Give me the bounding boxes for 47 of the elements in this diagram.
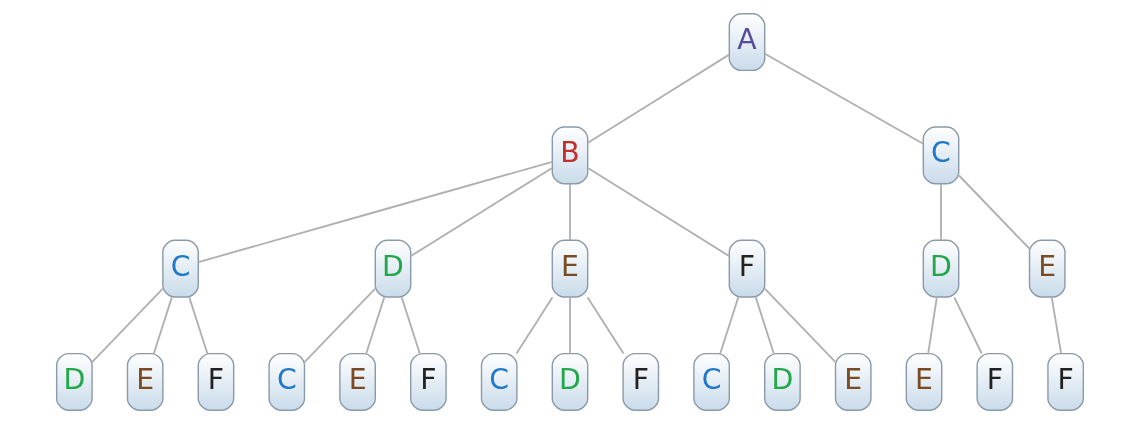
connector (754, 296, 775, 355)
node-box: C (693, 352, 730, 411)
node-box: F (728, 239, 766, 298)
node-box: D (922, 239, 960, 298)
node-box: F (622, 352, 660, 411)
connector (409, 167, 553, 257)
node-box: E (339, 352, 376, 411)
node-box: F (976, 352, 1014, 411)
node-box: C (268, 352, 306, 411)
node-box: A (728, 13, 766, 72)
connector (400, 296, 421, 355)
node-box: F (197, 352, 235, 411)
node-box: C (480, 352, 518, 411)
node-box: F (1047, 352, 1085, 411)
node-box: D (55, 352, 93, 411)
connector (587, 167, 730, 257)
node-box: C (162, 239, 199, 298)
node-box: D (764, 352, 801, 411)
connector (958, 174, 1031, 250)
connector (303, 287, 376, 363)
node-box: E (905, 352, 943, 411)
node-box: B (551, 126, 589, 185)
node-box: D (374, 239, 412, 298)
connector (188, 296, 209, 355)
node-box: E (126, 352, 164, 411)
node-box: C (922, 126, 960, 185)
connector (365, 296, 386, 355)
connector (197, 160, 554, 264)
connector (940, 183, 942, 242)
connector (719, 296, 740, 355)
connector (569, 296, 571, 355)
node-box: D (551, 352, 589, 411)
node-box: E (1028, 239, 1066, 298)
node-box: E (551, 239, 589, 298)
connector (1050, 296, 1063, 355)
connector (586, 296, 625, 355)
connector (91, 287, 164, 363)
connector (587, 53, 730, 144)
connector (953, 296, 983, 355)
connector (152, 296, 173, 355)
connector (764, 287, 837, 363)
connector (927, 296, 938, 355)
connector (569, 183, 571, 242)
node-box: F (410, 352, 447, 411)
node-box: E (834, 352, 872, 411)
connector (515, 296, 554, 355)
connector (764, 52, 925, 145)
